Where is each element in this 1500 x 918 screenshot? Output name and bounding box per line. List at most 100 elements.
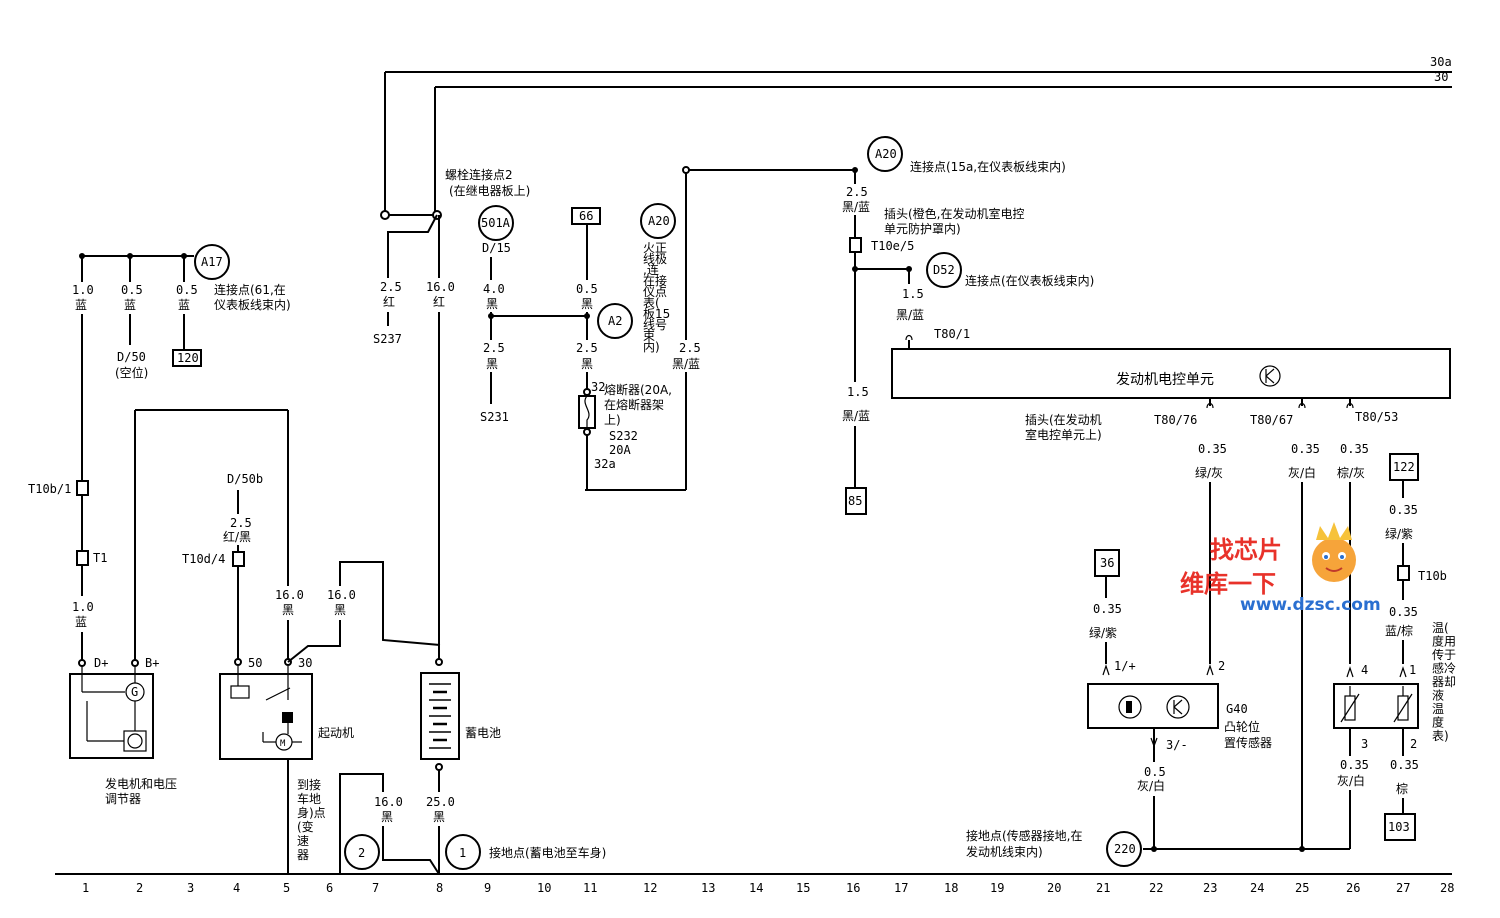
motor-symbol: M — [280, 739, 286, 749]
bolt-point-label: 螺栓连接点2 — [445, 167, 513, 182]
fuse-desc-2: 在熔断器架 — [604, 397, 664, 412]
wire-size: 2.5 — [230, 516, 252, 530]
wire-color: 灰/白 — [1137, 778, 1165, 793]
ground-1-desc: 接地点(蓄电池至车身) — [489, 845, 606, 860]
wire-color: 绿/紫 — [1385, 526, 1413, 541]
temp-desc-line: 表) — [1432, 729, 1449, 743]
ref-103-label: 103 — [1388, 820, 1410, 834]
d50-desc: (空位) — [115, 365, 148, 380]
d15-label: D/15 — [482, 241, 511, 255]
bottom-number: 8 — [436, 881, 443, 895]
watermark-url: www.dzsc.com — [1240, 595, 1381, 615]
ground-220 — [1106, 831, 1142, 867]
wire-size: 1.5 — [902, 287, 924, 301]
alternator — [69, 673, 154, 759]
bottom-number: 11 — [583, 881, 597, 895]
cam-position-sensor-g40 — [1087, 683, 1219, 729]
watermark-line1: 找芯片 — [1210, 536, 1282, 564]
ground-1 — [445, 834, 481, 870]
t10e5-label: T10e/5 — [871, 239, 914, 253]
ground-note-line: 器 — [297, 848, 309, 862]
temp-desc-line: 温( — [1432, 621, 1449, 635]
wire-size: 1.0 — [72, 283, 94, 297]
wire-size: 2.5 — [846, 185, 868, 199]
wire-color: 蓝 — [75, 615, 87, 629]
bottom-number: 21 — [1096, 881, 1110, 895]
connector-501a-label: 501A — [481, 216, 511, 230]
g40-pin-2: 2 — [1218, 659, 1225, 673]
connector-a2 — [597, 303, 633, 339]
starter-motor — [219, 673, 313, 760]
g40-pin-1: 1/+ — [1114, 659, 1136, 673]
wire-color: 绿/灰 — [1195, 465, 1223, 480]
wire-color: 黑/蓝 — [896, 308, 924, 322]
wire-color: 黑 — [486, 297, 498, 311]
wire-color: 红/黑 — [223, 529, 251, 544]
a20-desc-line: ,连 — [643, 262, 659, 277]
ref-120-label: 120 — [177, 351, 199, 365]
ground-220-label: 220 — [1114, 842, 1136, 856]
wire-size: 16.0 — [426, 280, 455, 294]
wire-color: 蓝 — [178, 298, 190, 312]
wire-color: 黑/蓝 — [842, 200, 870, 214]
connector-501a — [478, 205, 514, 241]
terminal-bplus: B+ — [145, 656, 159, 670]
g40-label: G40 — [1226, 702, 1248, 716]
coolant-temp-sensor — [1333, 683, 1419, 729]
connector-t10d4 — [232, 551, 245, 567]
temp-pin-3: 3 — [1361, 737, 1368, 751]
connector-a20-top — [867, 136, 903, 172]
engine-ecu — [891, 348, 1451, 399]
fuse-pin-32: 32 — [591, 380, 605, 394]
wire-size: 0.35 — [1291, 442, 1320, 456]
terminal-dplus: D+ — [94, 656, 108, 670]
ground-220-desc: 接地点(传感器接地,在 — [966, 828, 1083, 843]
ground-note-line: 到接 — [297, 777, 321, 792]
t80-1-label: T80/1 — [934, 327, 970, 341]
a20-desc-line: 束 — [643, 329, 655, 343]
wire-size: 0.5 — [1144, 765, 1166, 779]
wire-size: 1.5 — [847, 385, 869, 399]
d50-label: D/50 — [117, 350, 146, 364]
wire-size: 16.0 — [275, 588, 304, 602]
connector-t1 — [76, 550, 89, 566]
a20-desc-line: 仪点 — [643, 285, 667, 299]
bottom-number: 14 — [749, 881, 763, 895]
a20-desc-line: 在接 — [643, 273, 667, 288]
ref-box-85 — [845, 487, 867, 515]
bottom-number: 6 — [326, 881, 333, 895]
terminal-30: 30 — [298, 656, 312, 670]
bottom-number: 10 — [537, 881, 551, 895]
a20-top-desc: 连接点(15a,在仪表板线束内) — [910, 159, 1066, 174]
bottom-number: 23 — [1203, 881, 1217, 895]
bottom-number: 1 — [82, 881, 89, 895]
a20-desc-line: 线号 — [643, 318, 667, 332]
bottom-number: 5 — [283, 881, 290, 895]
ground-2-label: 2 — [358, 846, 365, 860]
wire-size: 2.5 — [576, 341, 598, 355]
d52-desc: 连接点(在仪表板线束内) — [965, 273, 1094, 288]
battery — [420, 672, 460, 760]
wire-size: 1.0 — [72, 600, 94, 614]
ecu-name: 发动机电控单元 — [1116, 372, 1214, 388]
bottom-number: 3 — [187, 881, 194, 895]
starter-name: 起动机 — [318, 726, 354, 740]
fuse-desc-3: 上) — [604, 413, 621, 427]
generator-symbol: G — [131, 685, 138, 699]
t10b-label: T10b — [1418, 569, 1447, 583]
alternator-name: 发电机和电压 — [105, 776, 177, 791]
ref-box-122 — [1389, 453, 1419, 481]
bottom-number: 20 — [1047, 881, 1061, 895]
wire-size: 0.35 — [1389, 605, 1418, 619]
bottom-number: 19 — [990, 881, 1004, 895]
ref-66-label: 66 — [579, 209, 593, 223]
wire-color: 黑 — [581, 297, 593, 311]
ground-note-line: 速 — [297, 834, 309, 848]
bolt-point-desc: (在继电器板上) — [449, 184, 530, 198]
ref-box-120 — [172, 349, 202, 367]
d50b-label: D/50b — [227, 472, 263, 486]
wire-color: 红 — [433, 294, 445, 309]
